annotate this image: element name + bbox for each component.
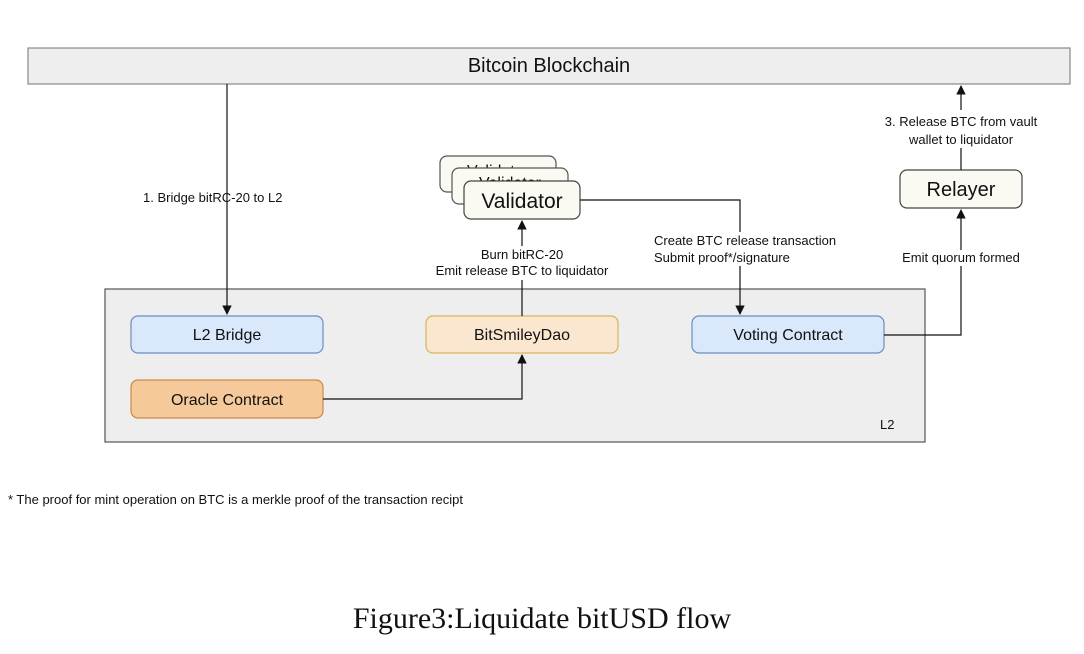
edge-burn-label-2: Emit release BTC to liquidator — [436, 263, 609, 278]
edge-bridge-label: 1. Bridge bitRC-20 to L2 — [143, 190, 282, 205]
edge-oracle — [323, 354, 527, 400]
l2-container — [104, 288, 926, 443]
bitcoin-blockchain-label: Bitcoin Blockchain — [468, 55, 630, 77]
voting-contract-label: Voting Contract — [733, 327, 843, 344]
bitsmiley-dao-label: BitSmileyDao — [474, 327, 570, 344]
validator-label: Validator — [481, 190, 562, 213]
l2-bridge-label: L2 Bridge — [193, 327, 262, 344]
l2-bridge-box — [130, 315, 324, 354]
edge-release-label-bg — [856, 110, 1066, 148]
edge-burn-label-bg — [420, 246, 620, 280]
edge-quorum-label-bg — [896, 250, 1026, 266]
figure-caption: Figure3:Liquidate bitUSD flow — [352, 602, 732, 635]
edge-release-label-2: wallet to liquidator — [908, 132, 1014, 147]
footnote: * The proof for mint operation on BTC is… — [8, 492, 463, 507]
edge-submit-label-bg — [650, 232, 856, 266]
edge-submit-label-1: Create BTC release transaction — [654, 233, 836, 248]
edge-burn-label-1: Burn bitRC-20 — [481, 247, 563, 262]
edge-quorum-label: Emit quorum formed — [902, 250, 1020, 265]
l2-label: L2 — [880, 417, 894, 432]
relayer-label: Relayer — [927, 179, 996, 201]
edge-submit-proof — [580, 199, 745, 315]
edge-submit-label-2: Submit proof*/signature — [654, 250, 790, 265]
oracle-contract-label: Oracle Contract — [171, 392, 284, 409]
bitcoin-blockchain-box — [27, 47, 1071, 85]
edge-release-label-1: 3. Release BTC from vault — [885, 114, 1038, 129]
